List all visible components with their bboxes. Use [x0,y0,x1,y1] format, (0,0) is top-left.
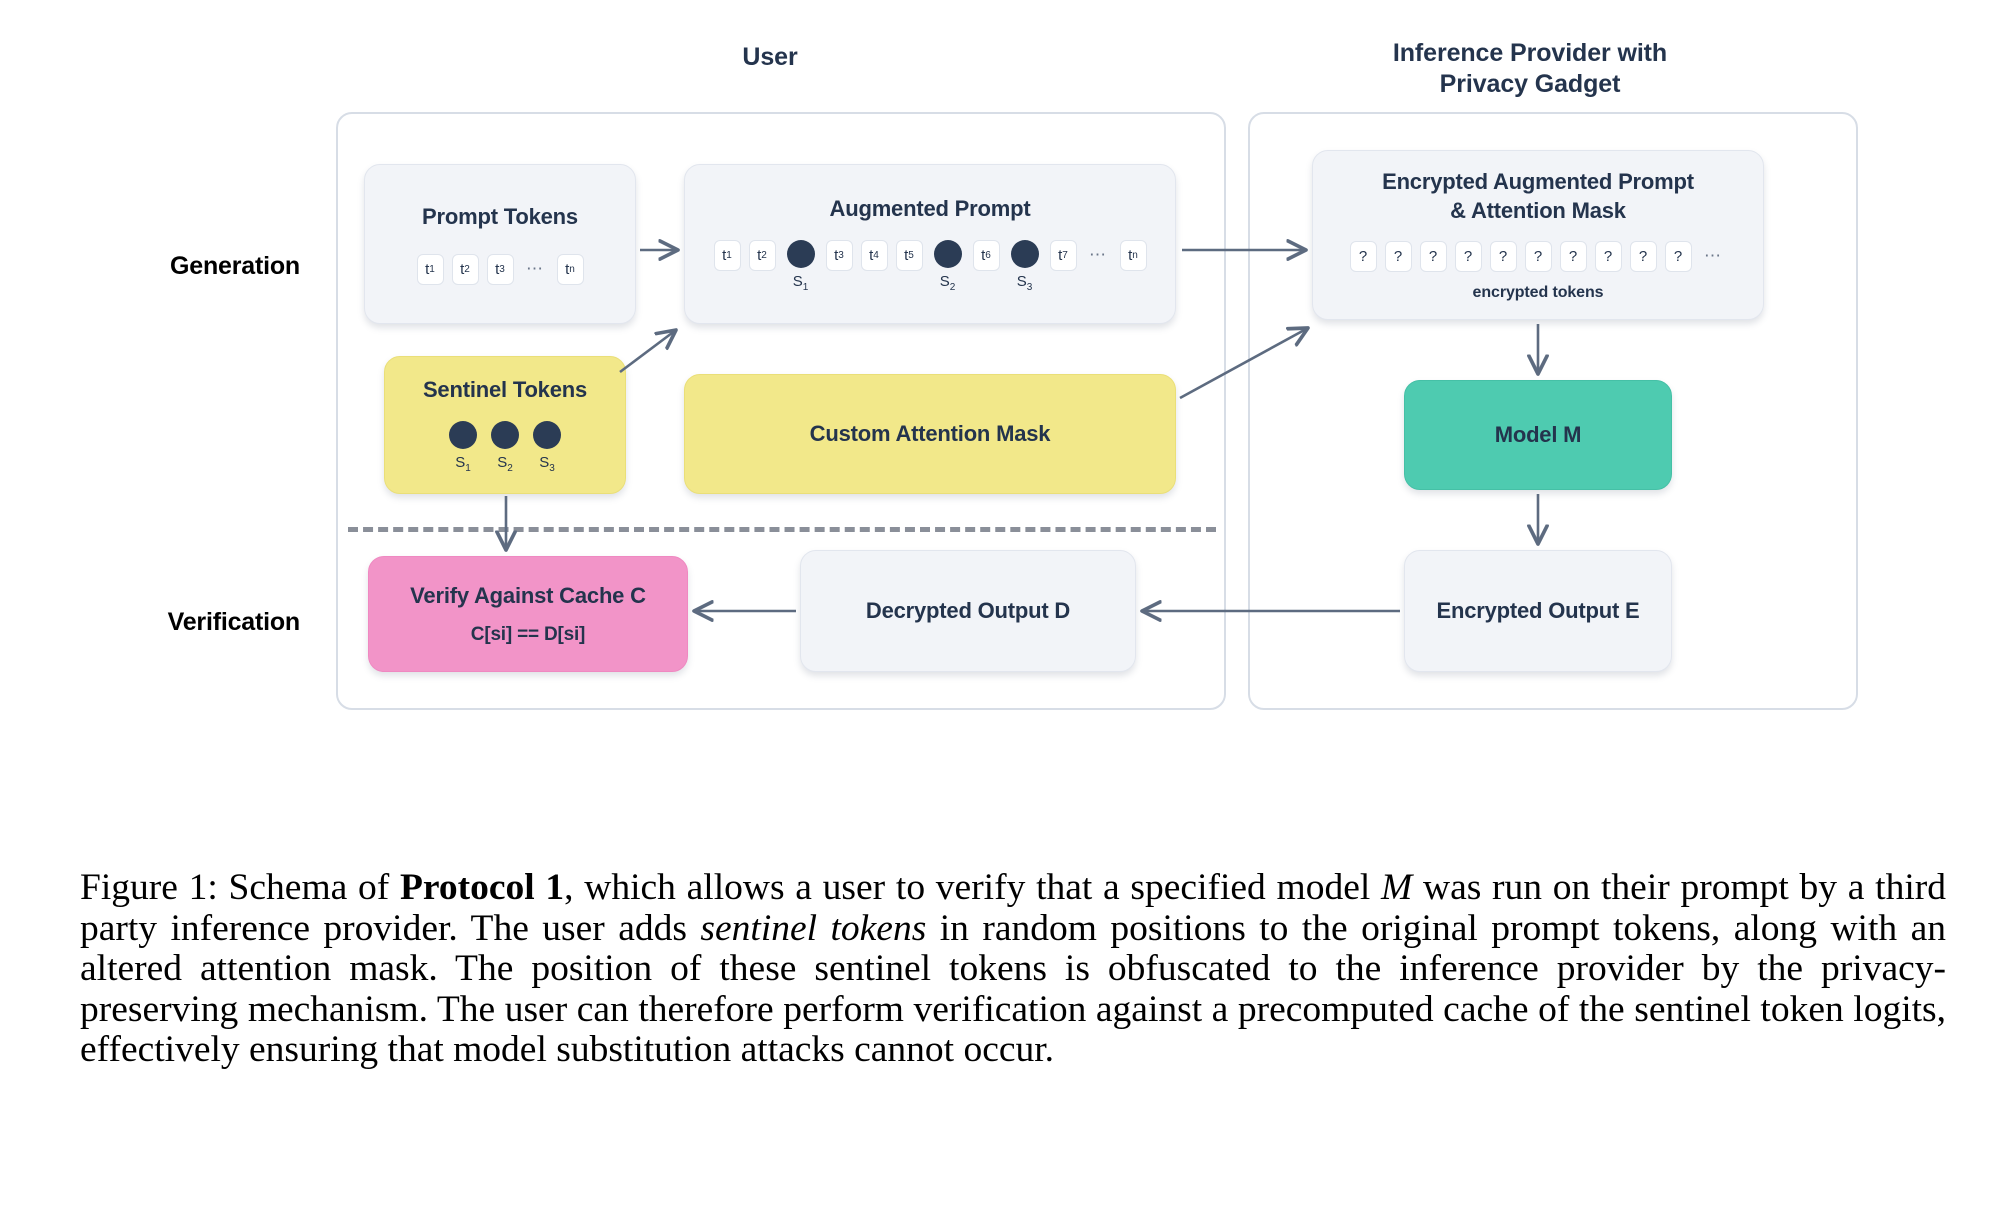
encrypted-token-chip: ? [1384,240,1412,272]
box-augmented-prompt-title: Augmented Prompt [829,196,1031,222]
sentinel-token-row: S1 S2 S3 [442,420,568,474]
sentinel-token-s3: S3 [530,420,564,474]
encrypted-token-row: ?????????? ⋯ [1346,240,1731,272]
caption-prefix: Figure 1: Schema of [80,867,400,908]
sentinel-dot-icon [786,239,815,268]
box-custom-attention-mask: Custom Attention Mask [684,374,1176,494]
column-header-user: User [742,43,798,71]
box-sentinel-tokens-title: Sentinel Tokens [422,377,588,403]
augmented-token-sentinel-s1: S1 [784,239,818,293]
encrypted-token-chip: ? [1559,240,1587,272]
box-encrypted-output: Encrypted Output E [1404,550,1672,672]
sentinel-dot-icon [1010,239,1039,268]
encrypted-token-chip: ? [1629,240,1657,272]
box-encrypted-output-title: Encrypted Output E [1436,597,1640,623]
sentinel-token-s1: S1 [446,420,480,474]
augmented-token-sentinel-label: S1 [792,272,809,293]
encrypted-token-chip: ? [1349,240,1377,272]
caption-part2: was run on their prompt by a third party… [80,867,1946,949]
caption-model-symbol: M [1381,867,1413,908]
prompt-token-ellipsis: ⋯ [526,259,544,279]
row-label-verification: Verification [167,608,301,636]
augmented-token-sentinel-s3: S3 [1008,239,1042,293]
sentinel-token-label: S2 [497,453,513,474]
box-verify-formula: C[si] == D[si] [470,624,586,646]
box-decrypted-output: Decrypted Output D [800,550,1136,672]
box-prompt-tokens-title: Prompt Tokens [422,204,578,230]
sentinel-dot-icon [491,420,519,449]
augmented-token-sentinel-label: S2 [939,272,956,293]
caption-part3: in random positions to the original prom… [80,907,1946,1070]
phase-divider [348,527,1216,532]
encrypted-tokens-caption: encrypted tokens [1472,283,1604,301]
encrypted-token-ellipsis: ⋯ [1704,246,1722,266]
encrypted-token-chip: ? [1594,240,1622,272]
box-model-title: Model M [1494,421,1582,447]
caption-emphasis: sentinel tokens [700,907,927,949]
caption-part1: , which allows a user to verify that a s… [564,867,1381,908]
sentinel-dot-icon [449,420,477,449]
box-verify-against-cache: Verify Against Cache C C[si] == D[si] [368,556,688,672]
encrypted-token-chip: ? [1664,240,1692,272]
encrypted-token-chip: ? [1489,240,1517,272]
box-encrypted-prompt-title: Encrypted Augmented Prompt& Attention Ma… [1382,169,1694,223]
sentinel-token-label: S1 [455,453,471,474]
box-verify-title: Verify Against Cache C [410,582,646,608]
box-encrypted-augmented-prompt: Encrypted Augmented Prompt& Attention Ma… [1312,150,1764,320]
row-label-generation: Generation [170,252,300,280]
encrypted-token-chip: ? [1524,240,1552,272]
augmented-token-sentinel-label: S3 [1016,272,1033,293]
sentinel-token-label: S3 [539,453,555,474]
augmented-token-sentinel-s2: S2 [931,239,965,293]
figure-caption: Figure 1: Schema of Protocol 1, which al… [80,867,1946,1071]
box-sentinel-tokens: Sentinel Tokens S1 S2 S3 [384,356,626,494]
augmented-token-ellipsis: ⋯ [1089,245,1107,265]
box-decrypted-output-title: Decrypted Output D [865,597,1071,623]
box-attention-mask-title: Custom Attention Mask [809,420,1051,446]
sentinel-dot-icon [933,239,962,268]
encrypted-token-chip: ? [1454,240,1482,272]
caption-protocol: Protocol 1 [399,867,565,908]
sentinel-dot-icon [533,420,561,449]
sentinel-token-s2: S2 [488,420,522,474]
encrypted-token-chip: ? [1419,240,1447,272]
box-model-m: Model M [1404,380,1672,490]
